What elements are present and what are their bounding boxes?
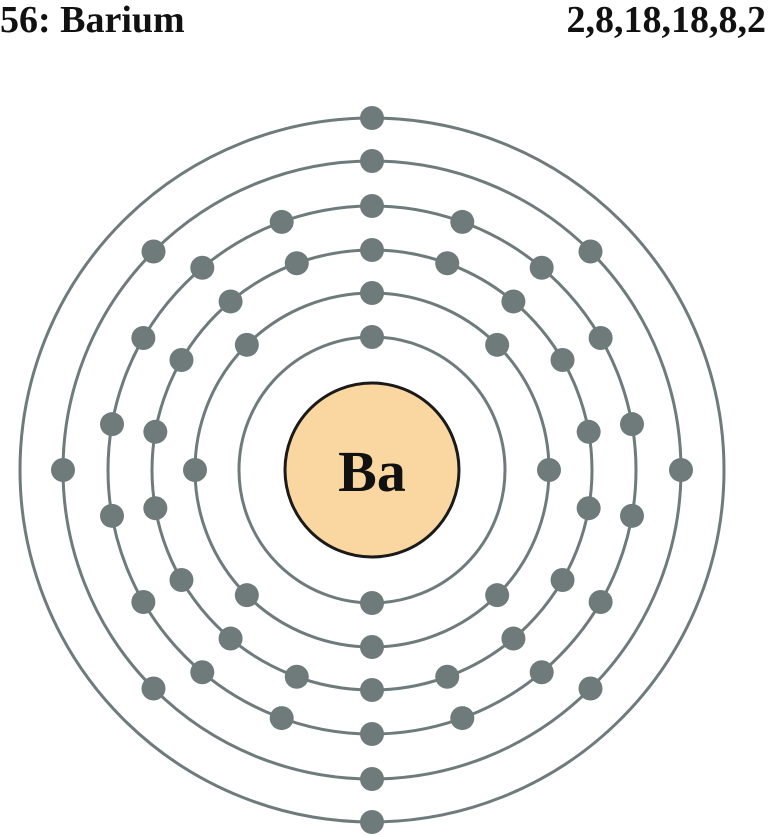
- electron: [576, 496, 601, 521]
- electron: [485, 332, 510, 357]
- electron-configuration: 2,8,18,18,8,2: [566, 0, 767, 41]
- electron: [234, 332, 259, 357]
- electron: [450, 209, 475, 234]
- electron: [143, 496, 168, 521]
- electron: [218, 626, 243, 651]
- electron: [218, 289, 243, 314]
- electron: [537, 458, 561, 482]
- electron: [578, 676, 603, 701]
- electron: [169, 568, 194, 592]
- electron: [284, 664, 309, 689]
- electron: [131, 326, 156, 350]
- electron: [501, 289, 526, 314]
- electron: [360, 194, 384, 218]
- electron: [141, 239, 166, 264]
- nucleus-symbol: Ba: [338, 439, 406, 504]
- electrons-layer: [51, 106, 693, 834]
- electron: [100, 503, 125, 528]
- electron: [619, 412, 644, 437]
- electron: [360, 106, 384, 130]
- electron: [234, 583, 259, 608]
- electron: [588, 326, 613, 350]
- electron: [360, 238, 384, 262]
- electron: [100, 412, 125, 437]
- electron: [169, 348, 194, 372]
- electron: [143, 419, 168, 444]
- electron: [360, 678, 384, 702]
- electron: [360, 767, 384, 791]
- electron: [269, 209, 294, 234]
- electron: [51, 458, 75, 482]
- electron: [190, 660, 215, 685]
- electron: [529, 255, 554, 280]
- electron: [669, 458, 693, 482]
- electron: [360, 722, 384, 746]
- electron: [360, 810, 384, 834]
- electron: [435, 664, 460, 689]
- electron: [485, 583, 510, 608]
- electron: [360, 281, 384, 305]
- electron: [269, 706, 294, 731]
- element-title: 56: Barium: [0, 0, 185, 41]
- electron: [435, 251, 460, 276]
- electron: [360, 325, 384, 349]
- electron: [576, 419, 601, 444]
- electron: [131, 590, 156, 614]
- electron: [360, 591, 384, 615]
- electron: [550, 568, 575, 592]
- electron: [619, 503, 644, 528]
- electron: [183, 458, 207, 482]
- electron: [588, 590, 613, 614]
- electron: [284, 251, 309, 276]
- electron: [529, 660, 554, 685]
- electron: [550, 348, 575, 372]
- nucleus: [283, 381, 461, 559]
- electron: [450, 706, 475, 731]
- electron: [501, 626, 526, 651]
- electron: [190, 255, 215, 280]
- electron: [360, 635, 384, 659]
- electron: [578, 239, 603, 264]
- electron: [141, 676, 166, 701]
- electron: [360, 149, 384, 173]
